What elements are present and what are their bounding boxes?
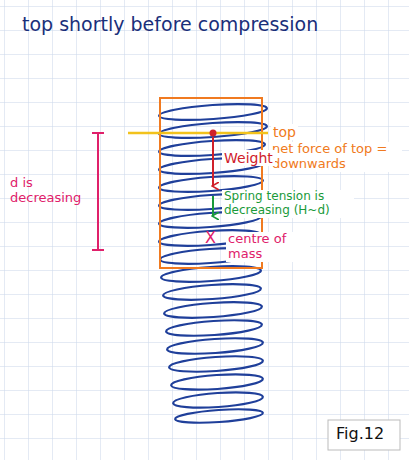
figure-caption: Fig.12 [334,425,386,443]
caption-box [328,420,400,450]
distance-label: d is decreasing [8,176,96,206]
mass-label: centre of mass [226,232,310,262]
weight-label: Weight [222,150,275,166]
title-text: top shortly before compression [20,14,320,36]
tension-arrow [212,196,214,216]
distance-bracket [92,133,104,250]
tension-note: Spring tension is decreasing (H~d) [222,190,354,218]
top-point [210,130,217,137]
weight-arrow [212,137,214,186]
top-line [128,132,268,135]
net-force-note: net force of top = downwards [270,142,402,172]
top-label: top [271,124,298,140]
mass-mark: X [205,229,216,247]
